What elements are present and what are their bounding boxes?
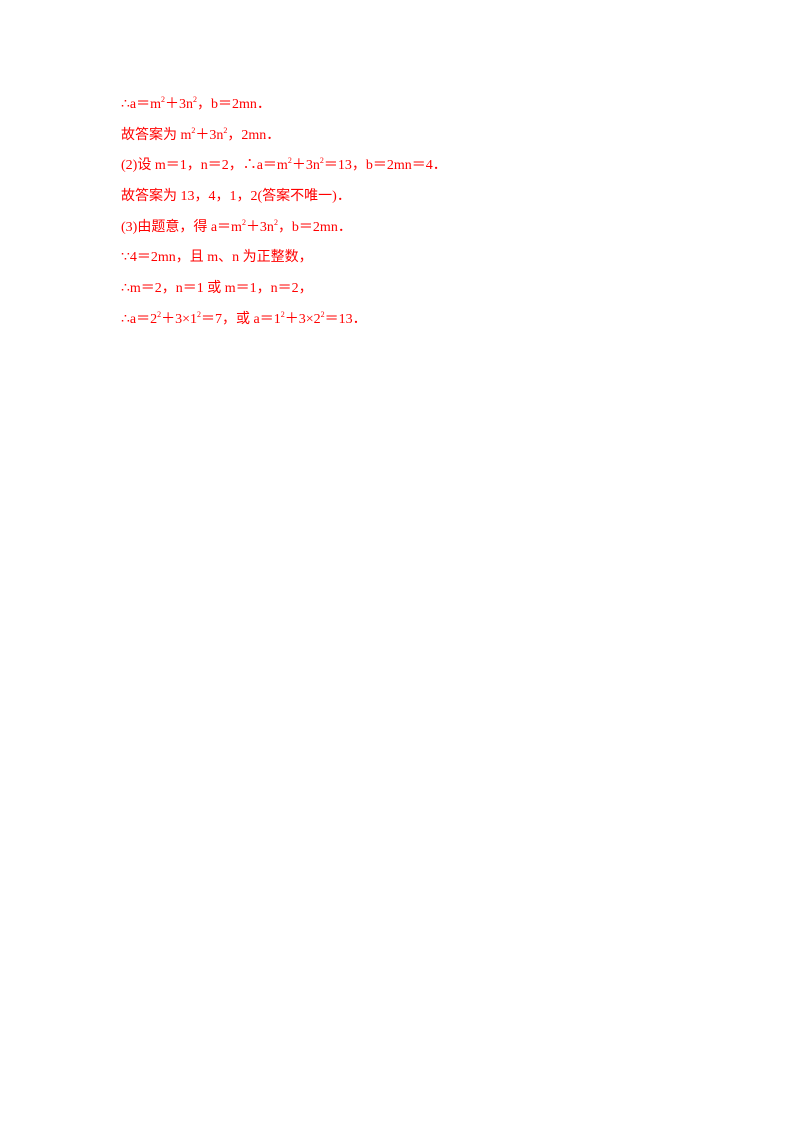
solution-line-2: 故答案为 m2＋3n2，2mn． [121,125,281,143]
solution-line-4: 故答案为 13，4，1，2(答案不唯一)． [121,189,351,205]
solution-line-1: ∴a＝m2＋3n2，b＝2mn． [121,95,271,113]
solution-line-5: (3)由题意，得 a＝m2＋3n2，b＝2mn． [121,217,352,235]
solution-line-3: (2)设 m＝1，n＝2，∴a＝m2＋3n2＝13，b＝2mn＝4． [121,156,447,174]
solution-line-7: ∴m＝2，n＝1 或 m＝1，n＝2， [121,281,313,297]
solution-line-8: ∴a＝22＋3×12＝7，或 a＝12＋3×22＝13． [121,309,367,327]
solution-text-block: ∴a＝m2＋3n2，b＝2mn． 故答案为 m2＋3n2，2mn． (2)设 m… [121,96,681,342]
solution-line-6: ∵4＝2mn，且 m、n 为正整数， [121,250,313,266]
